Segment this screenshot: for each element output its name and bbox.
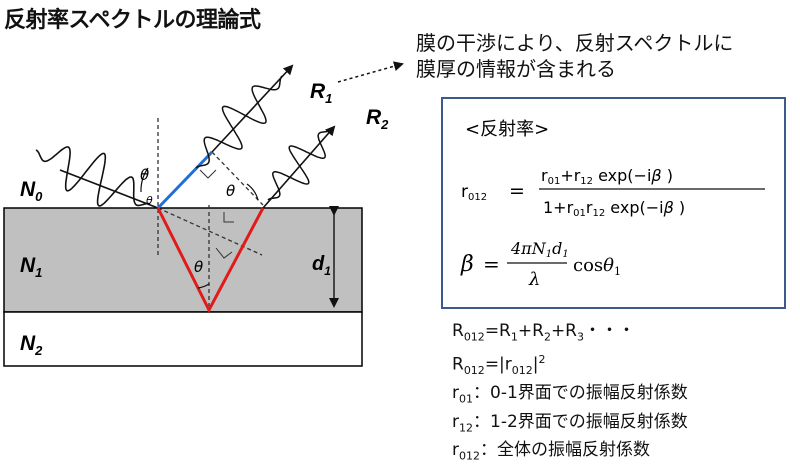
formula-heading: <反射率> bbox=[465, 119, 549, 140]
label-thickness: d1 bbox=[312, 253, 331, 278]
label-n2: N2 bbox=[20, 332, 43, 358]
incident-wave bbox=[35, 146, 151, 207]
angle-arc-r2 bbox=[246, 183, 259, 201]
right-angle-mark-3 bbox=[215, 247, 233, 259]
substrate-layer-n2 bbox=[3, 311, 363, 367]
formula-denominator: 1+r01r12 exp(−iβ ) bbox=[543, 198, 685, 219]
r2-wave bbox=[267, 129, 331, 201]
theta-r2: θ bbox=[226, 182, 235, 200]
formula-canvas: <反射率> r012 = r01+r12 exp(−iβ ) 1+r01r12 … bbox=[460, 119, 765, 290]
formula-equals: = bbox=[509, 180, 525, 202]
right-angle-mark-1 bbox=[199, 169, 217, 179]
definition-row-reflectance-abs: R012=|r012|2 bbox=[452, 353, 546, 378]
beta-equals: = bbox=[483, 252, 500, 276]
note-pointer-arrow bbox=[337, 61, 404, 83]
label-n0: N0 bbox=[20, 178, 43, 204]
theta-film: θ bbox=[194, 258, 203, 276]
r1-wave bbox=[195, 75, 283, 169]
incident-ray bbox=[59, 169, 159, 209]
theta-surface: θ bbox=[146, 194, 153, 207]
reflected-ray-r2 bbox=[262, 125, 336, 209]
definition-row-r012: r012：全体の振幅反射係数 bbox=[452, 440, 650, 463]
definitions-list: R012=R1+R2+R3・・・ R012=|r012|2 r01：0-1界面で… bbox=[452, 320, 688, 468]
beta-denominator: λ bbox=[528, 269, 540, 290]
right-angle-mark-2 bbox=[223, 212, 234, 223]
theta-incident: θ bbox=[140, 166, 149, 184]
angle-arc-incident bbox=[140, 167, 149, 193]
beta-numerator: 4πN1d1 bbox=[510, 239, 569, 260]
label-r1: R1 bbox=[310, 80, 332, 106]
definition-row-r01: r01：0-1界面での振幅反射係数 bbox=[452, 383, 688, 406]
definition-row-r12: r12：1-2界面での振幅反射係数 bbox=[452, 411, 688, 435]
reflectance-formula-box: <反射率> r012 = r01+r12 exp(−iβ ) 1+r01r12 … bbox=[441, 97, 786, 309]
label-r2: R2 bbox=[366, 106, 389, 132]
path-difference-line bbox=[157, 207, 263, 256]
refracted-path-red bbox=[156, 207, 265, 314]
beta-cos: cosθ1 bbox=[573, 255, 621, 278]
reflected-ray-r1-blue bbox=[156, 150, 214, 210]
note-line-2: 膜厚の情報が含まれる bbox=[416, 57, 616, 81]
formula-numerator: r01+r12 exp(−iβ ) bbox=[541, 166, 673, 187]
angle-arc-film bbox=[197, 283, 210, 289]
wavefront-line bbox=[211, 151, 264, 206]
interference-note: 膜の干渉により、反射スペクトルに 膜厚の情報が含まれる bbox=[416, 30, 733, 82]
definition-row-total-reflectance: R012=R1+R2+R3・・・ bbox=[452, 321, 635, 344]
film-layer-n1 bbox=[3, 207, 363, 313]
formula-lhs: r012 bbox=[461, 182, 487, 203]
reflected-ray-r1 bbox=[211, 64, 294, 153]
page-title: 反射率スペクトルの理論式 bbox=[4, 8, 261, 33]
label-n1: N1 bbox=[20, 254, 42, 280]
beta-lhs: β bbox=[460, 252, 474, 277]
note-line-1: 膜の干渉により、反射スペクトルに bbox=[416, 31, 734, 55]
